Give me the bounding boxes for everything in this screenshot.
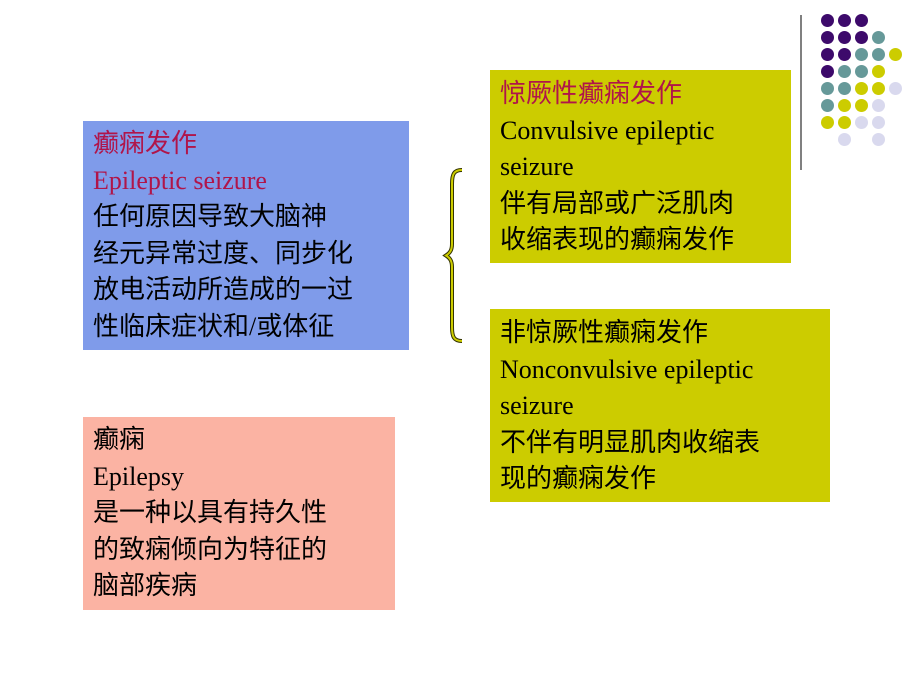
dot-icon	[872, 116, 885, 129]
convulsive-title-cn: 惊厥性癫痫发作	[500, 79, 683, 108]
dot-icon	[872, 99, 885, 112]
dot-icon	[855, 48, 868, 61]
nonconvulsive-definition-line: 现的癫痫发作	[500, 464, 657, 493]
dot-icon	[855, 99, 868, 112]
dot-icon	[855, 31, 868, 44]
dot-icon	[838, 82, 851, 95]
dot-icon	[855, 14, 868, 27]
epileptic-seizure-box: 癫痫发作 Epileptic seizure 任何原因导致大脑神 经元异常过度、…	[83, 121, 409, 350]
dot-icon	[855, 82, 868, 95]
convulsive-seizure-box: 惊厥性癫痫发作 Convulsive epileptic seizure 伴有局…	[490, 70, 791, 263]
dot-icon	[821, 48, 834, 61]
seizure-definition-line: 任何原因导致大脑神	[93, 202, 328, 231]
dot-icon	[889, 48, 902, 61]
dot-icon	[855, 116, 868, 129]
epilepsy-title-cn: 癫痫	[93, 425, 146, 454]
epilepsy-definition-line: 脑部疾病	[93, 571, 198, 600]
epilepsy-title-en: Epilepsy	[93, 461, 184, 491]
dot-icon	[872, 31, 885, 44]
dot-icon	[821, 82, 834, 95]
dot-icon	[838, 99, 851, 112]
dot-icon	[872, 82, 885, 95]
dot-icon	[821, 99, 834, 112]
nonconvulsive-definition-line: 不伴有明显肌肉收缩表	[500, 427, 761, 457]
convulsive-definition-line: 伴有局部或广泛肌肉	[500, 188, 735, 218]
nonconvulsive-seizure-box: 非惊厥性癫痫发作 Nonconvulsive epileptic seizure…	[490, 309, 830, 502]
seizure-definition-line: 性临床症状和/或体征	[93, 311, 335, 341]
dot-icon	[872, 133, 885, 146]
curly-brace-icon	[442, 168, 463, 343]
dot-icon	[821, 31, 834, 44]
dot-icon	[838, 116, 851, 129]
seizure-definition-line: 经元异常过度、同步化	[93, 238, 354, 268]
nonconvulsive-title-en: Nonconvulsive epileptic	[500, 354, 754, 384]
epilepsy-definition-line: 的致痫倾向为特征的	[93, 534, 328, 564]
convulsive-title-en: Convulsive epileptic	[500, 115, 715, 145]
dot-icon	[838, 48, 851, 61]
epilepsy-definition-line: 是一种以具有持久性	[93, 498, 328, 527]
dot-icon	[838, 133, 851, 146]
dot-icon	[821, 14, 834, 27]
dot-icon	[838, 31, 851, 44]
dot-icon	[838, 65, 851, 78]
seizure-title-en: Epileptic seizure	[93, 165, 267, 195]
dot-icon	[821, 116, 834, 129]
convulsive-title-en: seizure	[500, 152, 574, 181]
dot-icon	[872, 48, 885, 61]
nonconvulsive-title-cn: 非惊厥性癫痫发作	[500, 318, 709, 347]
seizure-definition-line: 放电活动所造成的一过	[93, 275, 354, 304]
dot-icon	[889, 82, 902, 95]
dot-icon	[872, 65, 885, 78]
seizure-title-cn: 癫痫发作	[93, 129, 198, 158]
dot-icon	[838, 14, 851, 27]
dot-icon	[855, 65, 868, 78]
dot-icon	[821, 65, 834, 78]
epilepsy-box: 癫痫 Epilepsy 是一种以具有持久性 的致痫倾向为特征的 脑部疾病	[83, 417, 395, 610]
nonconvulsive-title-en: seizure	[500, 391, 574, 420]
convulsive-definition-line: 收缩表现的癫痫发作	[500, 225, 735, 254]
decorative-vertical-line	[800, 15, 802, 170]
